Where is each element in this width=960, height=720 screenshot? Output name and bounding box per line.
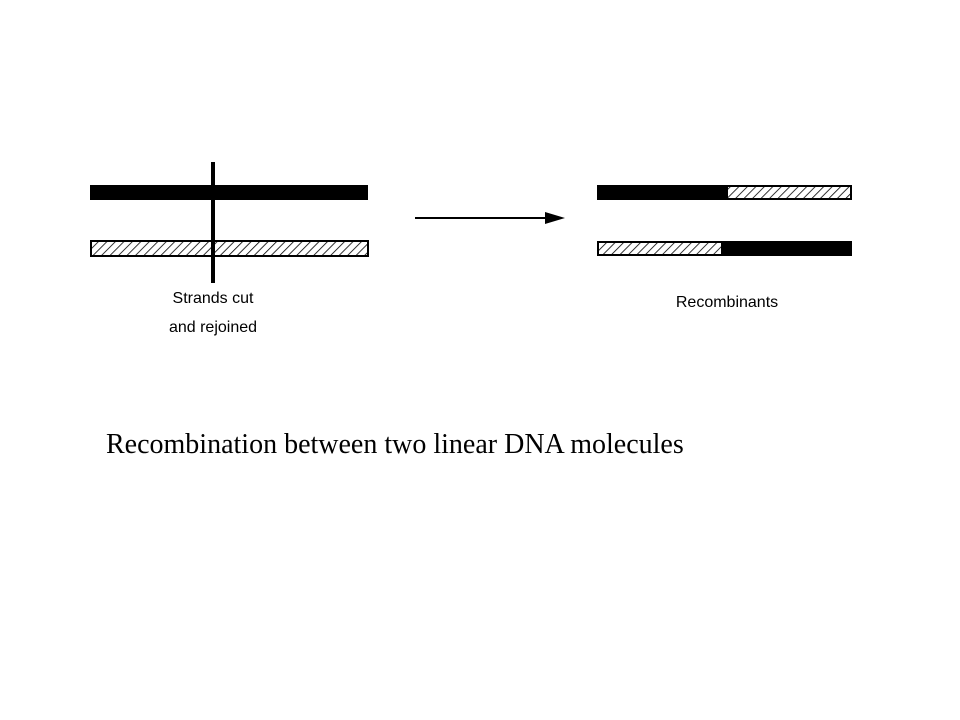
parental-molecules (90, 162, 369, 283)
hatched-dna-strand (90, 240, 369, 257)
recombinant-1-solid-segment (597, 185, 727, 200)
recombinant-molecules (597, 185, 852, 256)
figure-caption: Recombination between two linear DNA mol… (106, 429, 684, 460)
arrow-head-icon (545, 212, 565, 224)
solid-dna-strand (90, 185, 368, 200)
strands-cut-label-line1: Strands cut (173, 290, 254, 307)
recombinant-1-hatched-segment (726, 185, 852, 200)
strands-cut-label-line2: and rejoined (169, 319, 257, 336)
process-arrow (415, 212, 565, 224)
recombinant-2-hatched-segment (597, 241, 723, 256)
recombinant-2-solid-segment (722, 241, 852, 256)
recombinants-label: Recombinants (676, 294, 778, 311)
